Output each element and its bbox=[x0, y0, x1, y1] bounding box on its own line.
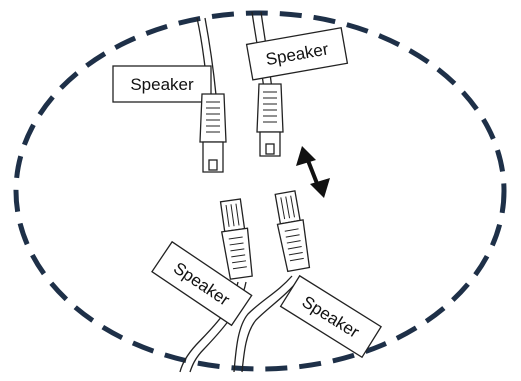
bottom-left-speaker-cable: Speaker bbox=[151, 198, 253, 373]
bottom-right-label-box bbox=[279, 274, 382, 359]
top-left-speaker-cable: Speaker bbox=[112, 17, 227, 173]
plug-ridge bbox=[284, 228, 299, 232]
plug-pin bbox=[225, 204, 230, 227]
double-headed-arrow-icon bbox=[296, 146, 330, 198]
plug-pin bbox=[290, 195, 295, 218]
bottom-left-label-box bbox=[151, 240, 253, 327]
plug-ridge bbox=[228, 236, 243, 240]
plug-ridge bbox=[229, 242, 244, 246]
plug-pin bbox=[285, 196, 291, 219]
plug-ridge bbox=[285, 234, 300, 238]
bottom-right-cable-line-b bbox=[241, 277, 301, 373]
plug-head bbox=[202, 141, 224, 173]
plug-pin bbox=[280, 197, 286, 220]
arrow-shaft bbox=[305, 157, 320, 187]
top-right-plug bbox=[256, 83, 284, 157]
plug-boot bbox=[199, 93, 227, 143]
plug-ridge bbox=[287, 246, 302, 250]
plug-ridge bbox=[230, 248, 245, 252]
bottom-right-cable-line-a bbox=[233, 275, 293, 373]
plug-pin bbox=[230, 204, 235, 227]
top-left-label: Speaker bbox=[112, 65, 212, 103]
plug-ridge bbox=[231, 254, 246, 258]
plug-boot bbox=[220, 227, 253, 280]
bottom-right-plug bbox=[274, 190, 311, 273]
bottom-right-label: Speaker bbox=[279, 274, 382, 359]
plug-ridge bbox=[289, 257, 304, 262]
top-right-speaker-cable: Speaker bbox=[245, 11, 349, 157]
plug-tab bbox=[208, 159, 218, 171]
plug-ridge bbox=[286, 240, 301, 244]
bottom-right-speaker-cable: Speaker bbox=[233, 190, 382, 373]
plug-boot bbox=[276, 219, 311, 273]
plug-ridge bbox=[288, 251, 303, 256]
plug-boot bbox=[256, 83, 284, 133]
top-right-label: Speaker bbox=[245, 27, 349, 81]
top-left-label-box bbox=[112, 65, 212, 103]
arrow-head-bottom bbox=[310, 178, 330, 198]
bottom-left-plug bbox=[219, 198, 253, 280]
plug-pin bbox=[235, 203, 240, 226]
top-left-cable-line-b bbox=[204, 17, 217, 96]
plug-ridge bbox=[232, 260, 247, 264]
plug-tab bbox=[265, 143, 275, 155]
top-left-label-text: Speaker bbox=[130, 75, 194, 94]
top-left-plug bbox=[199, 93, 227, 173]
top-right-label-box bbox=[245, 27, 349, 81]
arrow-head-top bbox=[296, 146, 316, 166]
plug-ridge bbox=[232, 266, 247, 270]
dashed-boundary-ellipse bbox=[13, 10, 507, 372]
